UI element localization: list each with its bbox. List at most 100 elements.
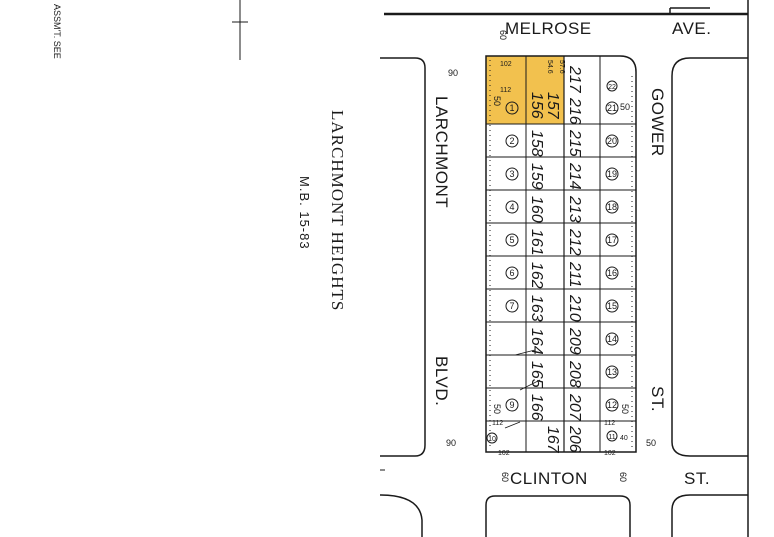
svg-text:215: 215 [566, 129, 583, 157]
svg-text:165: 165 [528, 361, 545, 388]
svg-text:20: 20 [607, 136, 617, 146]
svg-text:209: 209 [566, 327, 583, 355]
left-parcel-numbers: 1 2 3 4 5 6 7 9 10 [486, 101, 519, 444]
parcel-circle[interactable]: 16 [605, 266, 619, 280]
svg-text:19: 19 [607, 169, 617, 179]
tract-reference: M.B. 15-83 [297, 176, 312, 250]
svg-text:17: 17 [607, 235, 617, 245]
svg-text:50: 50 [620, 102, 630, 112]
svg-text:50: 50 [492, 96, 502, 106]
west-block-outline [380, 57, 426, 457]
parcel-circle[interactable]: 6 [505, 266, 519, 280]
svg-text:156: 156 [528, 92, 545, 119]
parcel-circle[interactable]: 17 [605, 233, 619, 247]
svg-text:167: 167 [544, 426, 561, 454]
parcel-circle[interactable]: 13 [605, 365, 619, 379]
svg-text:50: 50 [646, 438, 656, 448]
svg-text:157: 157 [544, 92, 561, 120]
parcel-circle[interactable]: 15 [605, 299, 619, 313]
svg-text:158: 158 [528, 130, 545, 157]
parcel-circle[interactable]: 10 [486, 432, 498, 444]
svg-text:163: 163 [528, 295, 545, 322]
svg-text:60: 60 [498, 30, 508, 40]
street-melrose-suffix: AVE. [672, 19, 711, 38]
parcel-circle[interactable]: 20 [605, 134, 619, 148]
svg-text:50: 50 [492, 404, 502, 414]
parcel-circle[interactable]: 22 [606, 80, 618, 92]
svg-text:160: 160 [528, 196, 545, 223]
svg-text:164: 164 [528, 328, 545, 355]
svg-text:6: 6 [509, 268, 514, 278]
street-larchmont: LARCHMONT [432, 96, 451, 208]
svg-text:102: 102 [604, 450, 616, 457]
svg-text:112: 112 [500, 87, 511, 94]
svg-text:162: 162 [528, 262, 545, 289]
svg-text:3: 3 [509, 169, 514, 179]
parcel-circle[interactable]: 21 [605, 101, 619, 115]
svg-text:207: 207 [566, 393, 583, 422]
street-gower: GOWER [648, 88, 667, 157]
street-clinton-suffix: ST. [684, 469, 710, 488]
parcel-circle[interactable]: 2 [505, 134, 519, 148]
svg-text:217: 217 [566, 65, 583, 94]
svg-text:11: 11 [608, 434, 615, 441]
svg-text:50: 50 [620, 404, 630, 414]
street-melrose: MELROSE [505, 19, 592, 38]
svg-text:112: 112 [492, 420, 503, 427]
parcel-circle[interactable]: 7 [505, 299, 519, 313]
parcel-circle[interactable]: 1 [505, 101, 519, 115]
parcel-row-lines [486, 123, 636, 422]
svg-text:5: 5 [509, 235, 514, 245]
street-gower-suffix: ST. [648, 386, 667, 412]
right-parcel-numbers: 22 21 20 19 18 17 16 15 14 13 12 11 [605, 80, 619, 442]
svg-text:2: 2 [509, 136, 514, 146]
svg-text:216: 216 [566, 97, 583, 125]
svg-text:57.6: 57.6 [558, 60, 565, 74]
parcel-circle[interactable]: 19 [605, 167, 619, 181]
svg-text:159: 159 [528, 163, 545, 190]
svg-text:18: 18 [607, 202, 617, 212]
street-larchmont-suffix: BLVD. [432, 356, 451, 406]
parcel-circle[interactable]: 9 [505, 398, 519, 412]
svg-text:213: 213 [566, 195, 583, 223]
south-block-outline [485, 495, 631, 537]
svg-text:102: 102 [500, 61, 512, 68]
svg-text:211: 211 [566, 261, 583, 288]
svg-text:60: 60 [500, 472, 510, 482]
parcel-circle[interactable]: 4 [505, 200, 519, 214]
svg-text:214: 214 [566, 162, 583, 190]
margin-note: ASSM'T. SEE [52, 4, 62, 59]
svg-text:15: 15 [607, 301, 617, 311]
svg-text:7: 7 [509, 301, 514, 311]
svg-text:13: 13 [607, 367, 617, 377]
main-block [485, 55, 637, 453]
parcel-circle[interactable]: 14 [605, 332, 619, 346]
right-lot-numbers: 217 216 215 214 213 212 211 210 209 208 … [566, 65, 583, 453]
svg-text:112: 112 [604, 420, 615, 427]
left-lot-numbers: 156 157 158 159 160 161 162 163 164 165 … [528, 92, 561, 454]
svg-text:14: 14 [607, 334, 617, 344]
svg-text:166: 166 [528, 394, 545, 421]
svg-text:54.6: 54.6 [546, 60, 553, 74]
svg-text:21: 21 [607, 103, 617, 113]
parcel-circle[interactable]: 12 [605, 398, 619, 412]
parcel-circle[interactable]: 5 [505, 233, 519, 247]
parcel-circle[interactable]: 18 [605, 200, 619, 214]
svg-text:212: 212 [566, 228, 583, 256]
dimension-labels: 90 90 50 50 50 50 50 102 112 112 102 102… [446, 30, 656, 482]
block-boundary [485, 55, 637, 453]
svg-text:102: 102 [498, 450, 510, 457]
svg-text:210: 210 [566, 294, 583, 322]
parcel-circle[interactable]: 11 [606, 430, 618, 442]
svg-text:22: 22 [608, 84, 616, 91]
east-block-outline [671, 57, 748, 457]
svg-text:90: 90 [446, 438, 456, 448]
svg-text:208: 208 [566, 360, 583, 388]
svg-text:4: 4 [509, 202, 514, 212]
svg-text:16: 16 [607, 268, 617, 278]
svg-text:9: 9 [509, 400, 514, 410]
parcel-circle[interactable]: 3 [505, 167, 519, 181]
highlighted-parcel[interactable] [486, 56, 564, 124]
